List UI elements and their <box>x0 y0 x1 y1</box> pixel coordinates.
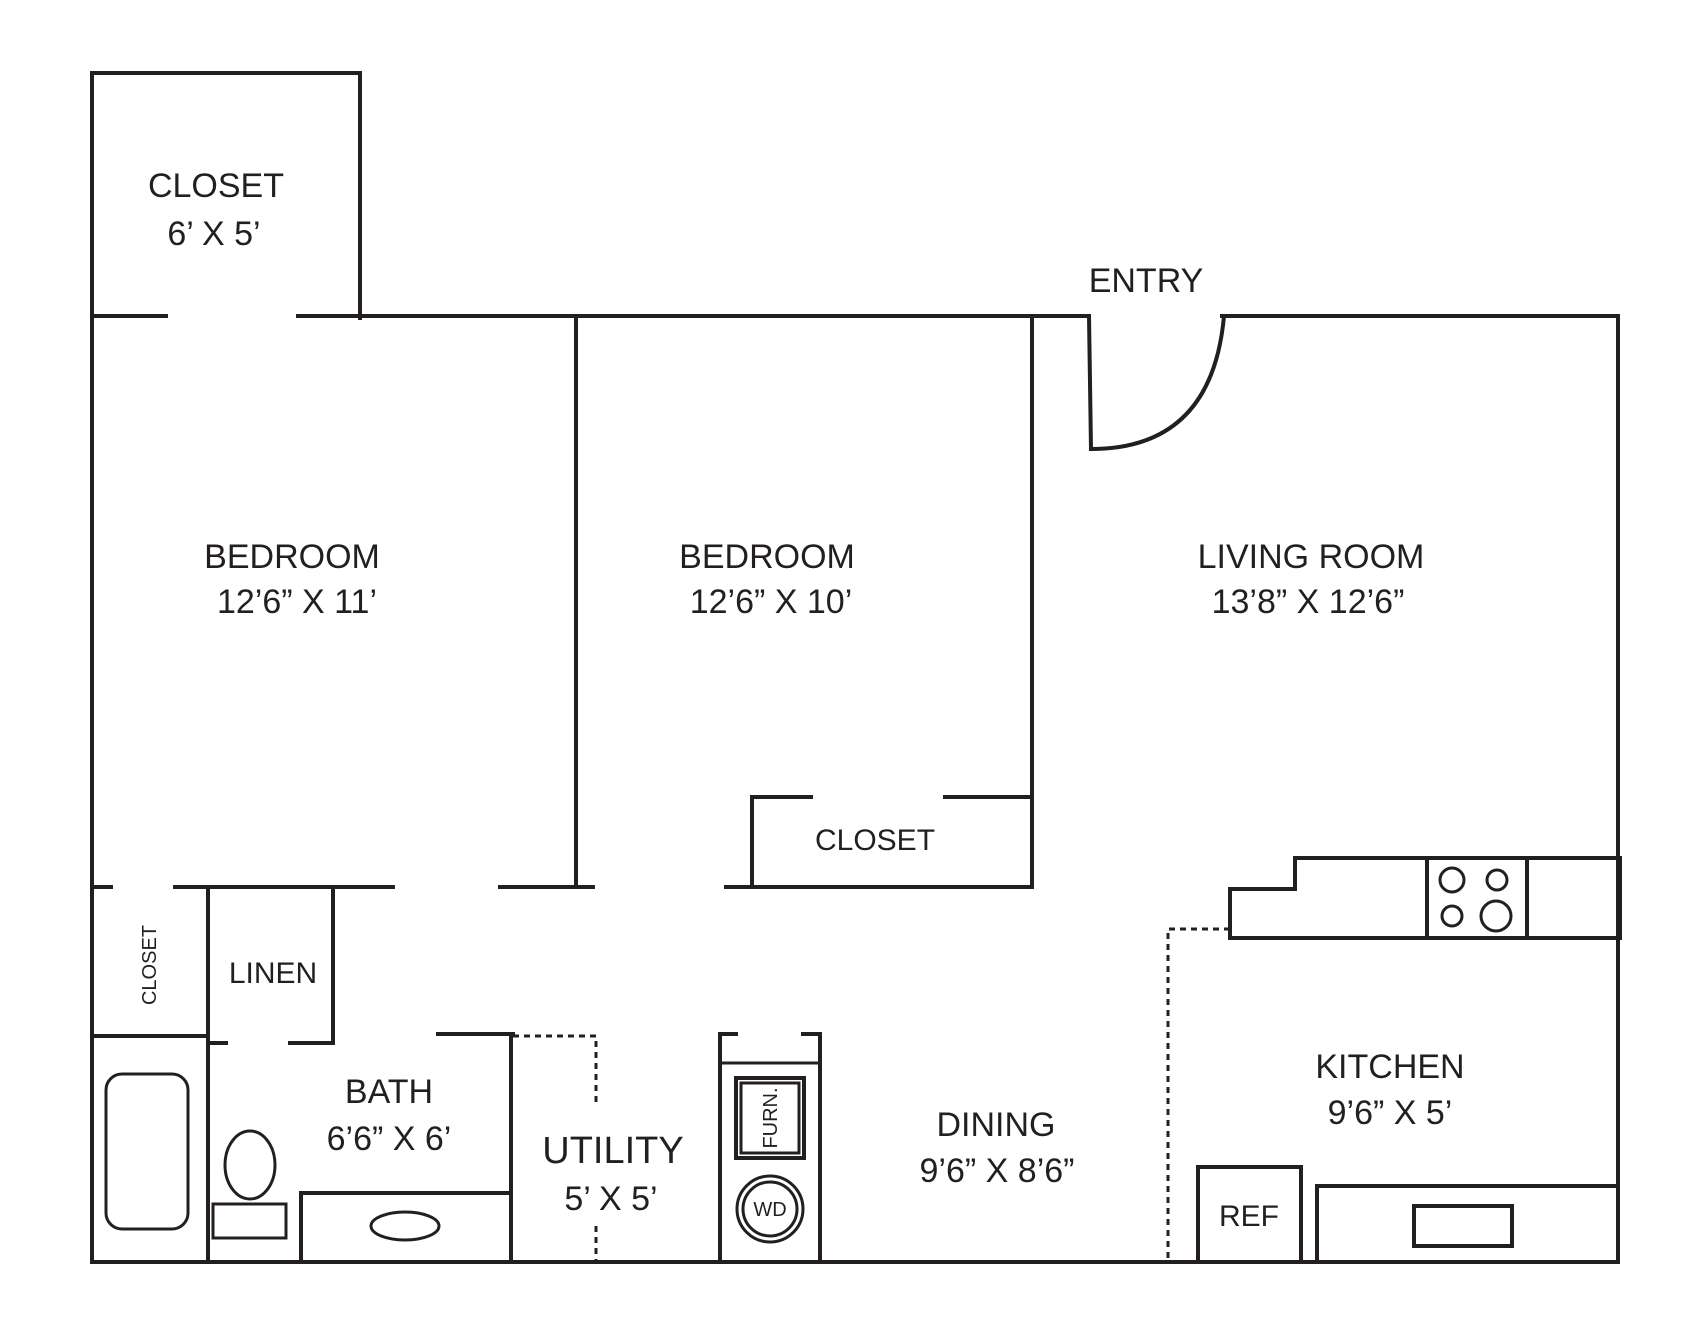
room-labels: CLOSET 6’ X 5’ ENTRY BEDROOM 12’6” X 11’… <box>139 167 1465 1233</box>
bedroom2-closet-walls <box>750 795 1034 889</box>
bedroom1-size: 12’6” X 11’ <box>217 583 377 621</box>
washer-dryer-outer <box>735 1174 805 1244</box>
sink <box>1412 1204 1514 1248</box>
utility-dashed-top <box>513 1034 598 1102</box>
closet-bedroom2-label: CLOSET <box>815 824 935 857</box>
kitchen-counter-lower <box>1315 1184 1620 1264</box>
bedroom2-size: 12’6” X 10’ <box>690 583 853 621</box>
furnace-box <box>734 1076 806 1160</box>
door-leaf <box>1086 313 1094 452</box>
washer-dryer-label: WD <box>753 1199 786 1221</box>
entry-label: ENTRY <box>1089 262 1204 300</box>
bedroom1-name: BEDROOM <box>204 538 380 576</box>
kitchen-name: KITCHEN <box>1315 1048 1464 1086</box>
furnace-closet-walls <box>718 1032 822 1264</box>
toilet-tank <box>211 1202 288 1240</box>
living-room-size: 13’8” X 12’6” <box>1212 583 1405 621</box>
utility-fixtures <box>734 1076 806 1244</box>
toilet-bowl <box>223 1129 277 1201</box>
dining-name: DINING <box>937 1106 1056 1144</box>
vanity-sink <box>369 1210 441 1242</box>
refrigerator-box <box>1196 1165 1303 1264</box>
bath-fixtures <box>90 1034 513 1264</box>
closet-hall-label: CLOSET <box>139 925 161 1005</box>
refrigerator-label: REF <box>1219 1200 1279 1233</box>
burner-bottom-right <box>1479 899 1513 933</box>
kitchen-counter-upper <box>1228 856 1622 940</box>
bathtub-outer <box>90 1034 210 1264</box>
washer-dryer-inner <box>741 1180 799 1238</box>
door-swing-arc <box>1088 313 1227 452</box>
closet-top-walls <box>90 71 362 320</box>
bath-size: 6’6” X 6’ <box>327 1120 452 1158</box>
vanity <box>299 1191 513 1264</box>
closet-top-size: 6’ X 5’ <box>167 215 260 253</box>
bedroom2-name: BEDROOM <box>679 538 855 576</box>
utility-size: 5’ X 5’ <box>564 1180 657 1218</box>
furnace-label: FURN. <box>760 1087 782 1148</box>
burner-bottom-left <box>1440 904 1464 928</box>
stove-burners <box>1438 866 1513 933</box>
kitchen-size: 9’6” X 5’ <box>1328 1094 1453 1132</box>
bath-name: BATH <box>345 1073 433 1111</box>
furnace-inner <box>739 1081 801 1155</box>
closet-top-name: CLOSET <box>148 167 284 205</box>
burner-top-left <box>1438 866 1466 894</box>
burner-top-right <box>1485 868 1509 892</box>
bathtub-inner <box>104 1072 190 1231</box>
linen-label: LINEN <box>229 957 317 990</box>
entry-door <box>1086 313 1227 452</box>
living-room-name: LIVING ROOM <box>1198 538 1425 576</box>
walls <box>90 71 1622 1264</box>
dashed-partitions <box>513 927 1230 1262</box>
utility-name: UTILITY <box>542 1130 683 1172</box>
dining-size: 9’6” X 8’6” <box>920 1152 1075 1190</box>
